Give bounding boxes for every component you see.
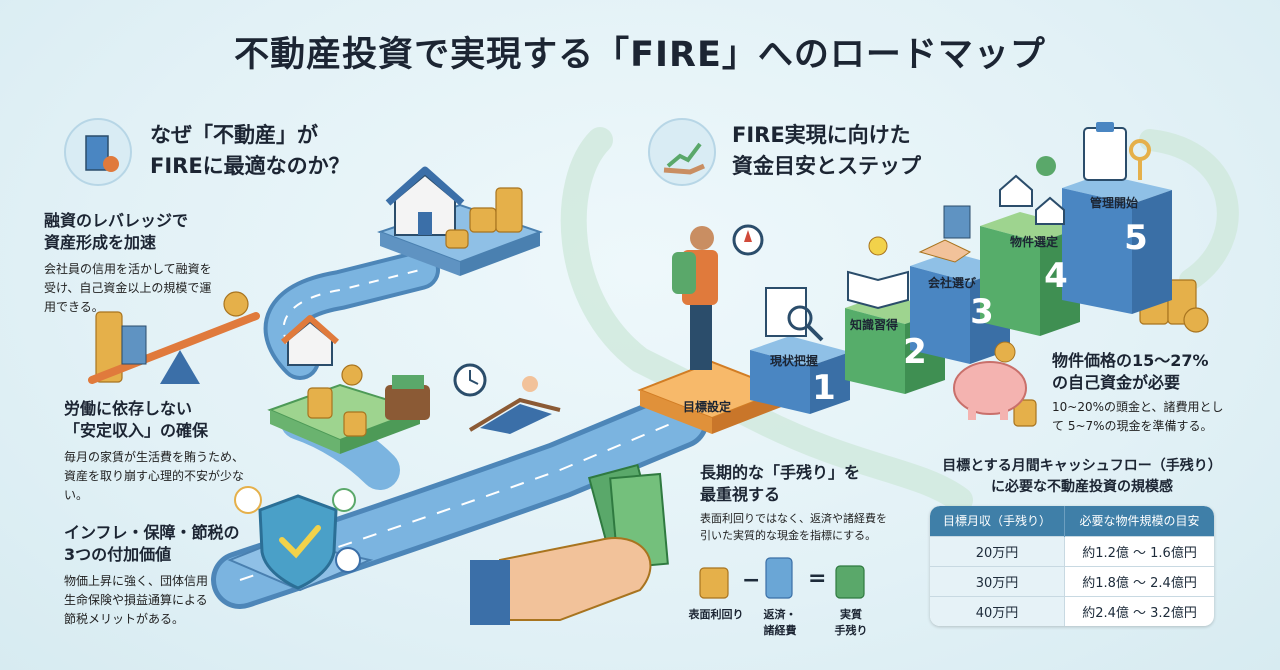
- net-cash-note: 長期的な「手残り」を最重視する 表面利回りではなく、返済や諸経費を引いた実質的な…: [700, 463, 887, 542]
- formula-net-cash: 実質手残り: [834, 608, 868, 637]
- piggy-bank-icon: [953, 341, 1027, 420]
- step-4-label: 物件選定: [1010, 235, 1059, 249]
- equity-note: 物件価格の15〜27%の自己資金が必要 10~20%の頭金と、諸費用として 5~…: [1052, 351, 1224, 433]
- scale-cell: 約1.8億 〜 2.4億円: [1064, 565, 1214, 596]
- house-icon: [385, 166, 465, 236]
- step-1-number: 1: [812, 368, 836, 408]
- scale-cell: 約2.4億 〜 3.2億円: [1064, 595, 1214, 626]
- house-icon: [999, 156, 1065, 225]
- house-icon: [281, 315, 339, 366]
- step-3-label: 会社選び: [928, 276, 977, 290]
- income-cell: 30万円: [930, 565, 1066, 596]
- left-heading: なぜ「不動産」が FIREに最適なのか？: [150, 123, 350, 178]
- chart-hand-icon: [648, 118, 716, 186]
- coin-stack-icon: [699, 567, 729, 599]
- clock-icon: [453, 363, 487, 397]
- step-5-label: 管理開始: [1090, 196, 1139, 210]
- step-2-label: 知識習得: [850, 318, 899, 332]
- step-2-number: 2: [903, 332, 927, 372]
- hand-cash-icon: [470, 463, 669, 625]
- table-row: 20万円 約1.2億 〜 1.6億円: [930, 535, 1214, 566]
- table-heading: 目標とする月間キャッシュフロー（手残り） に必要な不動産投資の規模感: [942, 458, 1222, 495]
- beach-chair-icon: [468, 376, 561, 434]
- income-cell: 20万円: [930, 535, 1066, 566]
- column-header: 必要な物件規模の目安: [1064, 506, 1214, 536]
- document-magnifier-icon: [765, 287, 824, 342]
- clipboard-keys-icon: [1083, 122, 1151, 181]
- wallet-icon: [385, 375, 430, 420]
- formula-equals: =: [808, 566, 827, 591]
- goal-label: 目標設定: [683, 400, 732, 414]
- scale-cell: 約1.2億 〜 1.6億円: [1064, 535, 1214, 566]
- cashflow-table: 目標月収（手残り） 必要な物件規模の目安 20万円 約1.2億 〜 1.6億円 …: [930, 506, 1214, 626]
- step-blocks: [750, 174, 1172, 414]
- point-stable-income: 労働に依存しない「安定収入」の確保 毎月の家賃が生活費を賄うため、資産を取り崩す…: [64, 399, 245, 502]
- page-title: 不動産投資で実現する「FIRE」へのロードマップ: [234, 35, 1046, 75]
- handshake-icon: [918, 205, 972, 263]
- coin-stack-icon: [765, 557, 793, 599]
- compass-icon: [732, 224, 764, 256]
- shield-check-icon: [234, 486, 361, 590]
- column-header: 目標月収（手残り）: [930, 506, 1066, 536]
- right-heading: FIRE実現に向けた 資金目安とステップ: [732, 123, 921, 178]
- step-1-label: 現状把握: [770, 354, 819, 368]
- step-4-number: 4: [1044, 256, 1068, 296]
- book-lightbulb-icon: [847, 236, 909, 310]
- seesaw-icon: [88, 312, 260, 384]
- formula-gross-yield: 表面利回り: [688, 608, 744, 621]
- building-gear-icon: [64, 118, 132, 186]
- step-5-number: 5: [1124, 218, 1148, 258]
- table-row: 40万円 約2.4億 〜 3.2億円: [930, 595, 1214, 626]
- formula-minus: −: [742, 568, 761, 593]
- step-3-number: 3: [970, 292, 994, 332]
- formula-expenses: 返済・諸経費: [763, 608, 797, 637]
- hiker-icon: [672, 226, 718, 370]
- table-row: 30万円 約1.8億 〜 2.4億円: [930, 565, 1214, 596]
- point-leverage: 融資のレバレッジで資産形成を加速 会社員の信用を活かして融資を受け、自己資金以上…: [44, 211, 212, 314]
- coin-stack-icon: [835, 565, 865, 599]
- income-cell: 40万円: [930, 595, 1066, 626]
